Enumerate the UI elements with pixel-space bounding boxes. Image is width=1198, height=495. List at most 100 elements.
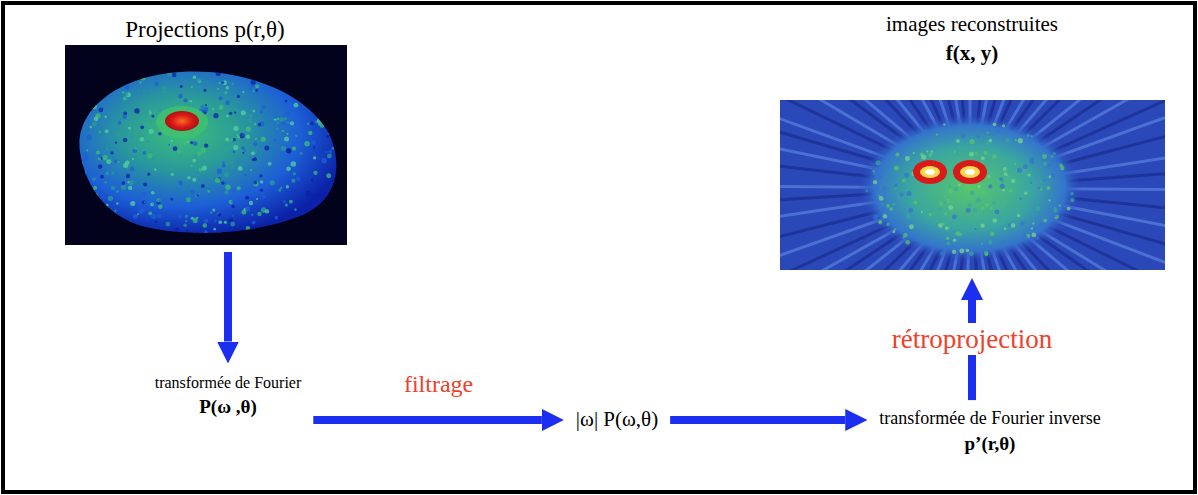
- speckle: [958, 233, 962, 237]
- speckle: [204, 230, 208, 234]
- speckle: [104, 181, 106, 183]
- speckle: [320, 116, 325, 121]
- speckle: [98, 155, 101, 158]
- inverse-fourier-block: transformée de Fourier inversep’(r,θ): [871, 402, 1108, 462]
- speckle: [142, 191, 147, 196]
- speckle: [286, 166, 291, 171]
- speckle: [82, 178, 87, 183]
- speckle: [992, 201, 996, 205]
- speckle: [78, 161, 83, 166]
- speckle: [894, 228, 896, 230]
- speckle: [893, 230, 896, 233]
- speckle: [224, 172, 229, 177]
- speckle: [213, 228, 216, 231]
- speckle: [1045, 223, 1050, 228]
- speckle: [999, 177, 1003, 181]
- speckle: [151, 191, 155, 195]
- step-label: filtrage: [398, 370, 479, 399]
- speckle: [262, 195, 266, 199]
- reconstruction-panel: images reconstruitesf(x, y): [776, 6, 1168, 274]
- speckle: [295, 134, 298, 137]
- speckle: [224, 190, 228, 194]
- speckle: [998, 215, 1002, 219]
- speckle: [142, 200, 146, 204]
- reconstructed-image: [710, 0, 1198, 448]
- speckle: [981, 242, 984, 245]
- speckle: [185, 215, 188, 218]
- speckle: [111, 186, 115, 190]
- speckle: [292, 146, 296, 150]
- flow-arrow: [224, 252, 232, 342]
- speckle: [985, 253, 988, 256]
- speckle: [1039, 223, 1044, 228]
- speckle: [1047, 164, 1051, 168]
- speckle: [944, 212, 947, 215]
- speckle: [872, 170, 875, 173]
- streak-artifacts: [780, 100, 1165, 270]
- speckle: [921, 154, 926, 159]
- speckle: [231, 232, 234, 235]
- speckle: [128, 186, 132, 190]
- speckle: [222, 80, 227, 85]
- speckle: [232, 150, 235, 153]
- speckle: [247, 74, 250, 77]
- speckle: [231, 82, 234, 85]
- speckle: [140, 125, 144, 129]
- speckle: [286, 185, 289, 188]
- speckle: [969, 251, 974, 256]
- speckle: [291, 161, 296, 166]
- speckle: [151, 214, 156, 219]
- speckle: [969, 152, 974, 157]
- speckle: [252, 85, 254, 87]
- speckle: [144, 201, 146, 203]
- speckle: [253, 181, 257, 185]
- speckle: [245, 207, 250, 212]
- speckle: [311, 140, 316, 145]
- speckle: [981, 206, 985, 210]
- speckle: [242, 152, 244, 154]
- speckle: [968, 203, 972, 207]
- speckle: [320, 123, 325, 128]
- speckle: [892, 203, 895, 206]
- speckle: [114, 210, 116, 212]
- speckle: [938, 207, 942, 211]
- speckle: [251, 80, 256, 85]
- speckle: [285, 100, 288, 103]
- node-formula: P(ω ,θ): [155, 394, 302, 421]
- speckle: [906, 214, 911, 219]
- speckle: [251, 151, 255, 155]
- speckle: [325, 151, 327, 153]
- speckle: [943, 123, 945, 125]
- speckle: [250, 169, 252, 171]
- speckle: [253, 142, 257, 146]
- speckle: [118, 161, 120, 163]
- speckle: [883, 214, 888, 219]
- speckle: [110, 151, 113, 154]
- speckle: [959, 249, 964, 254]
- speckle: [909, 224, 914, 229]
- speckle: [307, 123, 309, 125]
- speckle: [304, 141, 310, 147]
- speckle: [909, 189, 913, 193]
- speckle: [106, 204, 109, 207]
- speckle: [285, 112, 290, 117]
- speckle: [878, 174, 883, 179]
- speckle: [996, 129, 1000, 133]
- speckle: [123, 97, 127, 101]
- speckle: [197, 151, 201, 155]
- speckle: [311, 178, 314, 181]
- speckle: [114, 160, 118, 164]
- speckle: [175, 227, 180, 232]
- speckle: [1042, 154, 1047, 159]
- speckle: [246, 134, 250, 138]
- speckle: [1040, 185, 1043, 188]
- speckle: [964, 184, 968, 188]
- speckle: [147, 153, 152, 158]
- image-background: [65, 45, 347, 245]
- speckle: [902, 178, 906, 182]
- speckle: [1058, 204, 1061, 207]
- speckle: [257, 212, 261, 216]
- speckle: [249, 114, 253, 118]
- speckle: [328, 150, 332, 154]
